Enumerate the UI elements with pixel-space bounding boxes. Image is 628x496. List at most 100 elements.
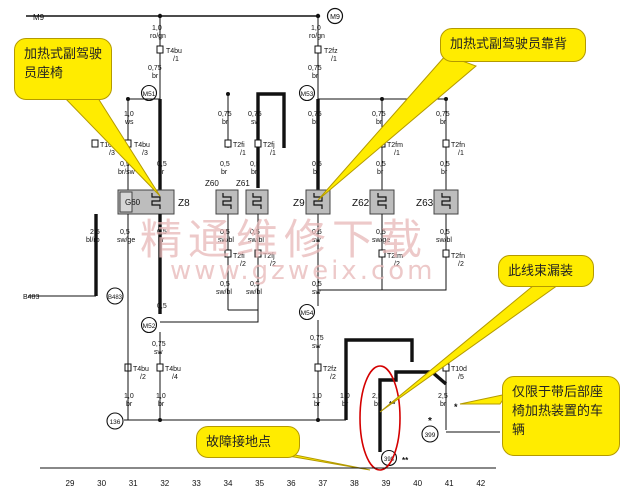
svg-text:0,75: 0,75 xyxy=(152,341,166,348)
svg-text:0,5: 0,5 xyxy=(376,229,386,236)
svg-text:T2fi: T2fi xyxy=(233,253,245,260)
callout-seat-back: 加热式副驾驶员靠背 xyxy=(440,28,586,62)
svg-text:T2fi: T2fi xyxy=(233,142,245,149)
svg-text:1,0: 1,0 xyxy=(124,393,134,400)
svg-text:Z61: Z61 xyxy=(236,179,250,188)
svg-text:0,5: 0,5 xyxy=(312,161,322,168)
svg-text:/1: /1 xyxy=(331,56,337,63)
svg-text:/2: /2 xyxy=(458,261,464,268)
svg-text:M53: M53 xyxy=(301,91,314,98)
svg-text:0,5: 0,5 xyxy=(220,281,230,288)
svg-text:T2fj: T2fj xyxy=(263,142,275,149)
connector-pin xyxy=(314,45,322,54)
svg-text:B483: B483 xyxy=(108,295,123,301)
bus-label-b483: B483 xyxy=(23,294,39,301)
svg-text:br: br xyxy=(158,401,165,408)
net-label-m9: M9 xyxy=(33,13,45,22)
svg-text:/2: /2 xyxy=(140,374,146,381)
svg-text:136: 136 xyxy=(110,419,121,426)
svg-text:sw/bl: sw/bl xyxy=(246,289,262,296)
svg-text:1,0: 1,0 xyxy=(312,393,322,400)
svg-text:br: br xyxy=(158,237,165,244)
svg-text:*: * xyxy=(428,416,432,427)
svg-text:M52: M52 xyxy=(143,323,156,330)
svg-text:T2fj: T2fj xyxy=(263,253,275,260)
svg-text:sw/bl: sw/bl xyxy=(216,289,232,296)
svg-text:Z62: Z62 xyxy=(352,198,370,209)
svg-text:br: br xyxy=(312,73,319,80)
svg-text:sw/bl: sw/bl xyxy=(436,237,452,244)
svg-text:2,5: 2,5 xyxy=(90,229,100,236)
svg-text:Z63: Z63 xyxy=(416,198,434,209)
fault-highlight-ring xyxy=(359,365,401,471)
svg-text:T2fm: T2fm xyxy=(387,253,403,260)
svg-text:0,5: 0,5 xyxy=(312,229,322,236)
svg-text:/2: /2 xyxy=(270,261,276,268)
svg-text:0,75: 0,75 xyxy=(372,111,386,118)
svg-text:G60: G60 xyxy=(125,198,141,207)
svg-text:0,5: 0,5 xyxy=(250,281,260,288)
node-136 xyxy=(106,412,124,430)
svg-text:T4bu: T4bu xyxy=(133,366,149,373)
svg-text:br: br xyxy=(342,401,349,408)
feed-column-32: 1,0 ro/gn T4bu /1 0,75 br M51 xyxy=(140,16,182,102)
svg-text:sw/ge: sw/ge xyxy=(372,237,390,244)
node-m54 xyxy=(298,303,316,321)
svg-text:br: br xyxy=(152,73,159,80)
node-m51 xyxy=(140,84,158,102)
svg-text:0,5: 0,5 xyxy=(157,303,167,310)
lower-wires: 2,5 bl/ro 0,5 sw/ge 0,5 br 0,5 sw/bl 0,5… xyxy=(23,214,514,467)
svg-text:0,5: 0,5 xyxy=(157,161,167,168)
svg-text:0,5: 0,5 xyxy=(250,229,260,236)
svg-text:1,0: 1,0 xyxy=(311,25,321,32)
svg-text:0,5: 0,5 xyxy=(120,161,130,168)
axis-tick-label: 30 xyxy=(97,479,106,488)
svg-text:/4: /4 xyxy=(172,374,178,381)
svg-text:M54: M54 xyxy=(301,310,314,317)
heater-element-icon xyxy=(441,193,451,209)
svg-text:2,5: 2,5 xyxy=(438,393,448,400)
component-z62 xyxy=(369,189,395,215)
svg-text:2,5: 2,5 xyxy=(372,393,382,400)
svg-text:T2fz: T2fz xyxy=(324,48,338,55)
svg-text:T10d: T10d xyxy=(451,366,467,373)
axis-tick-label: 29 xyxy=(66,479,75,488)
svg-text:0,5: 0,5 xyxy=(120,229,130,236)
svg-text:sw/bl: sw/bl xyxy=(218,237,234,244)
svg-text:/1: /1 xyxy=(173,56,179,63)
svg-text:sw/bl: sw/bl xyxy=(248,237,264,244)
callout-pointers xyxy=(60,54,559,471)
svg-text:/1: /1 xyxy=(458,150,464,157)
heater-element-icon xyxy=(313,193,323,209)
svg-text:0,5: 0,5 xyxy=(250,161,260,168)
node-b483 xyxy=(106,287,124,305)
svg-text:br: br xyxy=(312,119,319,126)
svg-text:br: br xyxy=(374,401,381,408)
axis-tick-label: 32 xyxy=(160,479,169,488)
svg-text:sw/ge: sw/ge xyxy=(117,237,135,244)
svg-text:T2fn: T2fn xyxy=(451,142,465,149)
node-m9 xyxy=(326,7,344,25)
svg-text:0,5: 0,5 xyxy=(376,161,386,168)
svg-text:br: br xyxy=(441,169,448,176)
svg-text:0,75: 0,75 xyxy=(310,335,324,342)
axis-tick-label: 41 xyxy=(445,479,454,488)
svg-text:sw: sw xyxy=(154,349,164,356)
callout-ground-fault: 故障接地点 xyxy=(196,426,300,458)
svg-text:1,0: 1,0 xyxy=(124,111,134,118)
svg-text:sw: sw xyxy=(251,119,261,126)
svg-text:**: ** xyxy=(402,456,409,465)
top-bus: M9 M9 xyxy=(26,7,344,25)
distribution-bars xyxy=(126,92,448,188)
svg-text:T2fm: T2fm xyxy=(387,142,403,149)
svg-text:br: br xyxy=(440,401,447,408)
axis-tick-label: 37 xyxy=(318,479,327,488)
svg-text:0,75: 0,75 xyxy=(308,65,322,72)
svg-text:T10: T10 xyxy=(100,142,112,149)
svg-text:sw: sw xyxy=(312,289,322,296)
callout-seat-cushion: 加热式副驾驶员座椅 xyxy=(14,38,112,100)
